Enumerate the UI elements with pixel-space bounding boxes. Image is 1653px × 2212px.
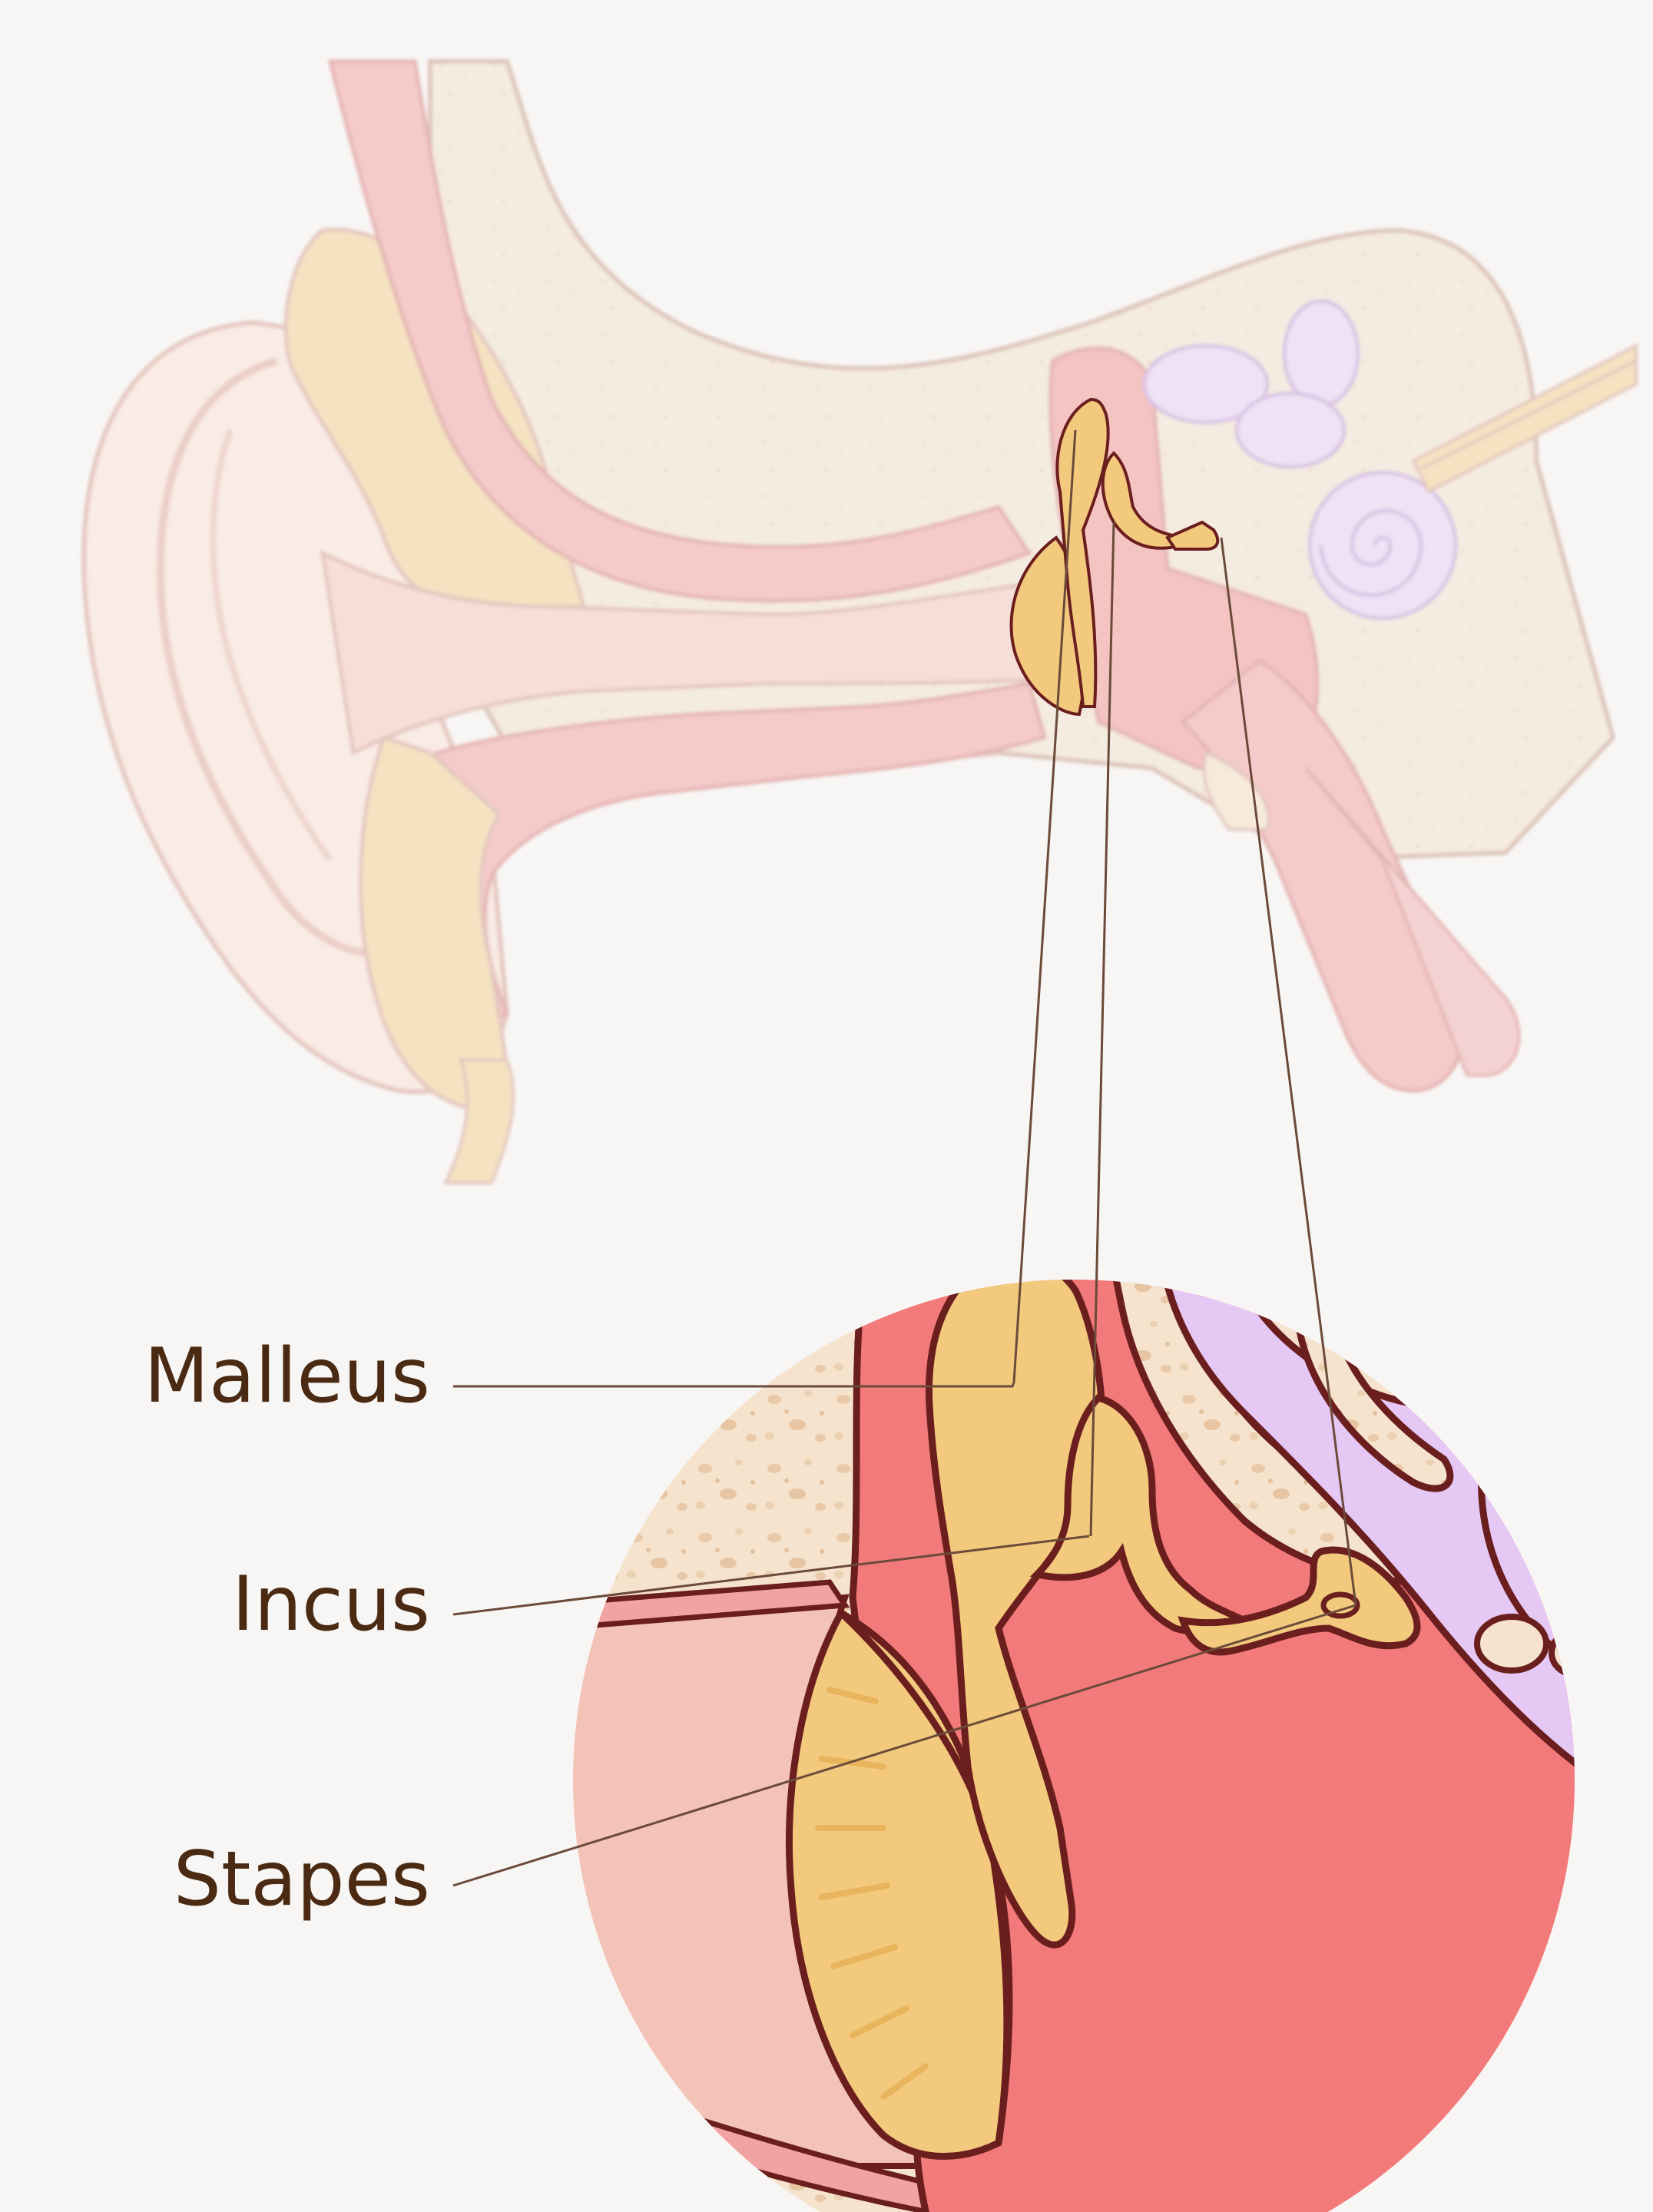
malleus-overview [1055,397,1110,708]
stapes-footplate-zoom [1320,1591,1360,1619]
ossicles-overview [1009,397,1220,717]
leader-lines [452,429,1357,1887]
round-window-zoom [1549,1628,1575,1677]
cartilage-lower [359,734,509,1111]
stapes-zoom [1178,1546,1421,1656]
label-stapes: Stapes [174,1836,430,1923]
cochlea-spiral [1319,508,1423,598]
leader-incus [452,1535,1090,1616]
incus-zoom [1029,1394,1254,1635]
auricle-helix [210,429,333,863]
connector-malleus [1012,429,1077,1383]
leader-stapes [452,1604,1357,1887]
eustachian-tube-outer [1304,767,1521,1077]
labels: Malleus Incus Stapes [144,1333,430,1923]
leader-malleus [453,1382,1015,1388]
auditory-nerve-line [1420,359,1637,470]
auditory-nerve [1411,343,1638,494]
label-malleus: Malleus [144,1333,430,1420]
magnified-view [573,1280,1575,2212]
stapes-overview [1165,520,1220,551]
ear-overview [81,59,1638,1184]
muscle-upper [327,59,1032,603]
connector-stapes [1220,537,1357,1606]
inner-ear-overview [1142,299,1458,621]
oval-window-zoom [1474,1614,1549,1674]
tube-cartilage [1202,750,1270,831]
canal-membrane-top [573,1579,850,1633]
label-incus: Incus [232,1561,430,1648]
auricle-inner-fold [156,357,393,958]
connector-incus [1089,522,1115,1537]
cartilage-tail [442,1058,515,1184]
